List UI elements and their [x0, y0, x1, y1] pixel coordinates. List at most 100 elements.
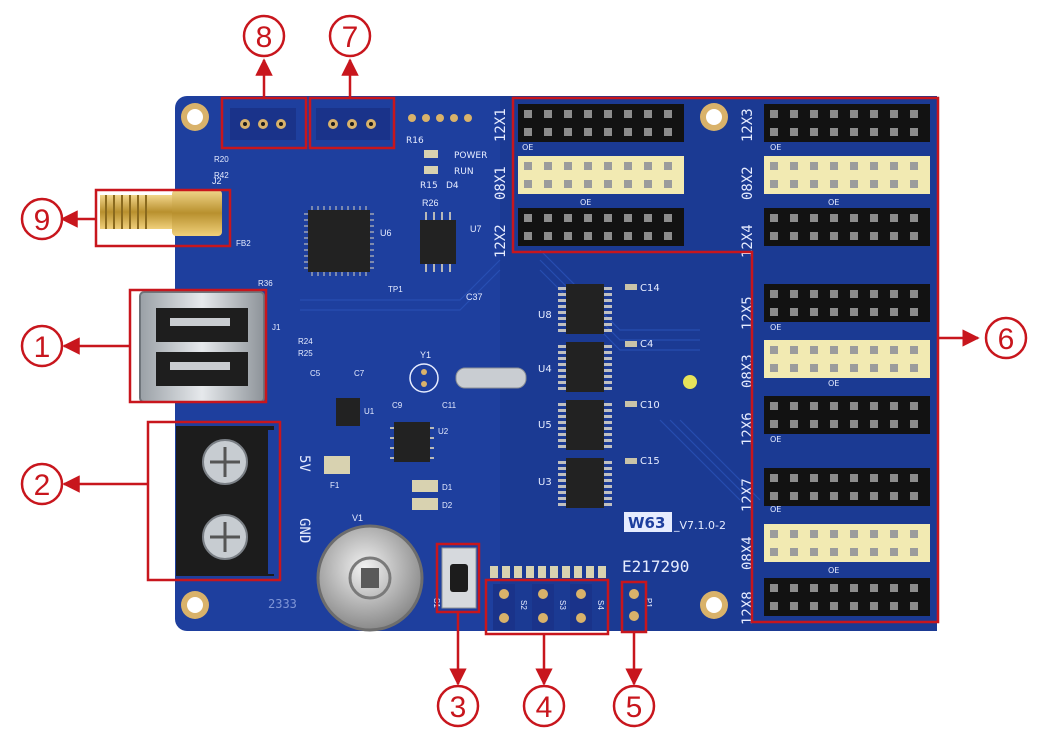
driver-chip-pin: [558, 329, 566, 332]
callout-2: 2: [20, 462, 64, 506]
driver-chip-pin: [604, 427, 612, 430]
driver-chip-pin: [558, 403, 566, 406]
r42-label: R42: [214, 171, 229, 180]
pin-header-body: [518, 208, 684, 246]
label-08x2: 08X2: [740, 166, 756, 200]
pin: [524, 162, 532, 170]
pin: [830, 232, 838, 240]
driver-chip-pin: [604, 299, 612, 302]
driver-chip: [558, 342, 612, 392]
pin: [790, 530, 798, 538]
label-08x1: 08X1: [493, 166, 509, 200]
pin: [790, 346, 798, 354]
model-label: W63: [628, 514, 665, 532]
pin: [790, 214, 798, 222]
driver-chip-pin: [604, 305, 612, 308]
label-08x4: 08X4: [740, 536, 756, 570]
pin: [664, 110, 672, 118]
driver-chip-pin: [558, 473, 566, 476]
crystal-y1: Y1 C11 C9: [392, 350, 527, 410]
driver-chip-pin: [604, 287, 612, 290]
pin: [810, 602, 818, 610]
pin: [544, 162, 552, 170]
pin: [870, 530, 878, 538]
pin: [564, 110, 572, 118]
pin: [890, 530, 898, 538]
c11-label: C11: [442, 401, 457, 410]
led-run-label: RUN: [454, 167, 474, 177]
led-power-label: POWER: [454, 151, 487, 161]
u2-label: U2: [438, 427, 449, 436]
driver-chip-pin: [604, 375, 612, 378]
driver-chip-pin: [558, 461, 566, 464]
pin: [770, 492, 778, 500]
pin: [910, 346, 918, 354]
pin: [850, 602, 858, 610]
pin: [830, 110, 838, 118]
pin: [664, 162, 672, 170]
callout-1-text: 1: [34, 331, 51, 364]
pin: [870, 128, 878, 136]
pin-header-body: [518, 104, 684, 142]
tp1-label: TP1: [388, 285, 403, 294]
pin: [850, 420, 858, 428]
pin: [850, 232, 858, 240]
pin: [850, 402, 858, 410]
pin: [910, 162, 918, 170]
pin: [830, 602, 838, 610]
pin: [584, 162, 592, 170]
header-s2-s4: S2 S3 S4: [493, 584, 605, 630]
oe-label: OE: [770, 435, 781, 444]
batch-label: 2333: [268, 597, 297, 611]
pin: [910, 474, 918, 482]
pin: [770, 602, 778, 610]
pin-header-body: [764, 208, 930, 246]
pin: [664, 128, 672, 136]
pin: [790, 584, 798, 592]
driver-chip-pin: [604, 345, 612, 348]
pin: [664, 232, 672, 240]
pin: [830, 346, 838, 354]
callout-6-text: 6: [998, 323, 1015, 356]
pin: [890, 110, 898, 118]
pin: [910, 232, 918, 240]
pin: [770, 290, 778, 298]
pin: [644, 214, 652, 222]
top-pads: [408, 114, 472, 122]
pin: [564, 214, 572, 222]
f1-label: F1: [330, 481, 340, 490]
driver-chip-pin: [604, 479, 612, 482]
pin: [524, 110, 532, 118]
pin: [790, 474, 798, 482]
driver-chip-pin: [604, 381, 612, 384]
pin: [830, 180, 838, 188]
pin: [790, 110, 798, 118]
pin-header: [764, 340, 930, 378]
pin: [770, 232, 778, 240]
driver-chip-body: [566, 342, 604, 392]
pin: [910, 110, 918, 118]
pin: [624, 110, 632, 118]
pin-header: [518, 208, 684, 246]
pin: [624, 232, 632, 240]
pin: [584, 214, 592, 222]
c4-label: C4: [640, 339, 653, 350]
pin: [624, 180, 632, 188]
pin: [584, 128, 592, 136]
pin: [910, 364, 918, 372]
pin: [644, 162, 652, 170]
driver-chip-pin: [558, 357, 566, 360]
u1-label: U1: [364, 407, 375, 416]
r36-label: R36: [258, 279, 273, 288]
oe-label: OE: [828, 198, 839, 207]
serial-label: E217290: [622, 557, 689, 576]
d2-label: D2: [442, 501, 453, 510]
label-08x3: 08X3: [740, 354, 756, 388]
s3-label: S3: [558, 600, 567, 610]
oe-label: OE: [828, 379, 839, 388]
pin: [890, 180, 898, 188]
version-label: _V7.1.0-2: [673, 519, 726, 532]
pin: [604, 128, 612, 136]
pin: [850, 474, 858, 482]
driver-chip-body: [566, 284, 604, 334]
